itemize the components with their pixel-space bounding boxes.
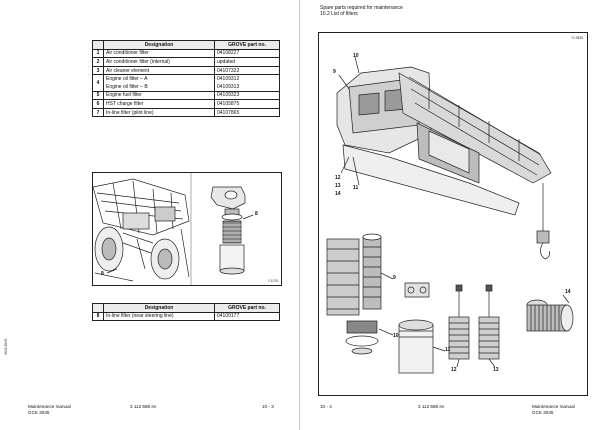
table-row: 4 Engine oil filter – A 04109312 [92,74,280,92]
callout-12: 12 [335,175,341,181]
callout-8: 8 [101,271,104,277]
part-number-cell: 04107865 [214,107,280,118]
table-row: 1 Air conditioner filter 04108227 [92,48,280,59]
callout-13: 13 [493,367,499,373]
item-number: 5 [92,90,104,101]
designation-header: Designation [103,40,215,50]
part-number-cell: updated [214,57,280,67]
footer-manual-title: Maintenance manual [28,404,71,409]
table-corner-cell [92,40,104,50]
table-row: 5 Engine fuel filter 04109323 [92,90,280,101]
callout-11: 11 [445,347,451,353]
footer-model: GCK 3045 [532,409,554,415]
table-corner-cell [92,303,104,313]
header-section: 10.2 List of filters [320,11,358,17]
item-number: 3 [92,65,104,76]
item-number: 1 [92,48,104,59]
table-row: Engine oil filter – B 04109313 [93,82,280,92]
right-page: Spare parts required for maintenance 10.… [300,0,600,430]
item-number: 7 [92,107,104,118]
part-number-cell: 04108227 [214,48,280,59]
figure-reference: Y-1076 [268,279,278,283]
item-number: 8 [92,311,104,322]
callout-13: 13 [335,183,341,189]
right-footer-docnum: 3 112 588 en [418,404,445,409]
filters-location-figure: Y2-9835 [318,32,588,396]
table-row: 6 HST charge filter 04105875 [92,99,280,109]
designation-cell: Air conditioner filter (internal) [103,57,215,67]
table-row: 2 Air conditioner filter (internal) upda… [92,57,280,67]
table-header-row: Designation GROVE part no. [92,40,280,50]
designation-cell: In-line filter (pilot line) [103,107,215,118]
designation-cell: Engine oil filter – A [103,74,215,83]
item-number: 4 [92,74,104,92]
table-header-row: Designation GROVE part no. [92,303,280,313]
left-footer-docnum: 3 112 588 en [130,404,157,409]
table-row: 7 In-line filter (pilot line) 04107865 [92,107,280,118]
callout-14: 14 [565,289,571,295]
crane-filters-illustration [326,56,574,374]
inline-filter-table: Designation GROVE part no. 8 In-line fil… [92,303,280,322]
figure-reference: Y2-9835 [570,36,583,40]
part-number-cell: 04109313 [214,82,280,92]
callout-8: 8 [255,211,258,217]
designation-cell: In-line filter (near steering line) [103,311,215,322]
left-page: Designation GROVE part no. 1 Air conditi… [4,40,282,415]
part-number-header: GROVE part no. [214,303,280,313]
callout-9: 9 [393,275,396,281]
side-margin-text: 3045-ENG [4,338,8,355]
designation-cell: HST charge filter [103,99,215,109]
designation-cell: Engine oil filter – B [103,82,215,92]
machine-frame-illustration [92,173,254,285]
header-chapter: Spare parts required for maintenance [320,5,403,11]
right-page-header: Spare parts required for maintenance 10.… [320,5,403,17]
part-number-cell: 04107322 [214,65,280,76]
footer-manual-title: Maintenance manual [532,404,575,409]
designation-cell: Air cleaner element [103,65,215,76]
part-number-cell: 04109323 [214,90,280,101]
left-footer-manual: Maintenance manual GCK 3045 [28,404,71,415]
callout-14: 14 [335,191,341,197]
callout-9: 9 [333,69,336,75]
right-footer-manual: Maintenance manual GCK 3045 [532,404,575,415]
designation-header: Designation [103,303,215,313]
page-divider [299,0,300,430]
callout-12: 12 [451,367,457,373]
inline-filter-figure: 8 8 Y-1076 [92,172,282,286]
table-row: 3 Air cleaner element 04107322 [92,65,280,76]
callout-11: 11 [353,185,359,191]
part-number-cell: 04109177 [214,311,280,322]
part-number-cell: 04109312 [214,74,280,83]
item-number: 2 [92,57,104,67]
designation-cell: Air conditioner filter [103,48,215,59]
part-number-header: GROVE part no. [214,40,280,50]
part-number-cell: 04105875 [214,99,280,109]
filter-parts-table: Designation GROVE part no. 1 Air conditi… [92,40,280,118]
right-footer-page-number: 10 - 4 [320,404,332,409]
designation-cell: Engine fuel filter [103,90,215,101]
callout-10: 10 [353,53,359,59]
footer-model: GCK 3045 [28,409,50,415]
item-number: 6 [92,99,104,109]
callout-10: 10 [393,333,399,339]
left-footer-page-number: 10 - 3 [262,404,274,409]
table-row: 8 In-line filter (near steering line) 04… [92,311,280,322]
